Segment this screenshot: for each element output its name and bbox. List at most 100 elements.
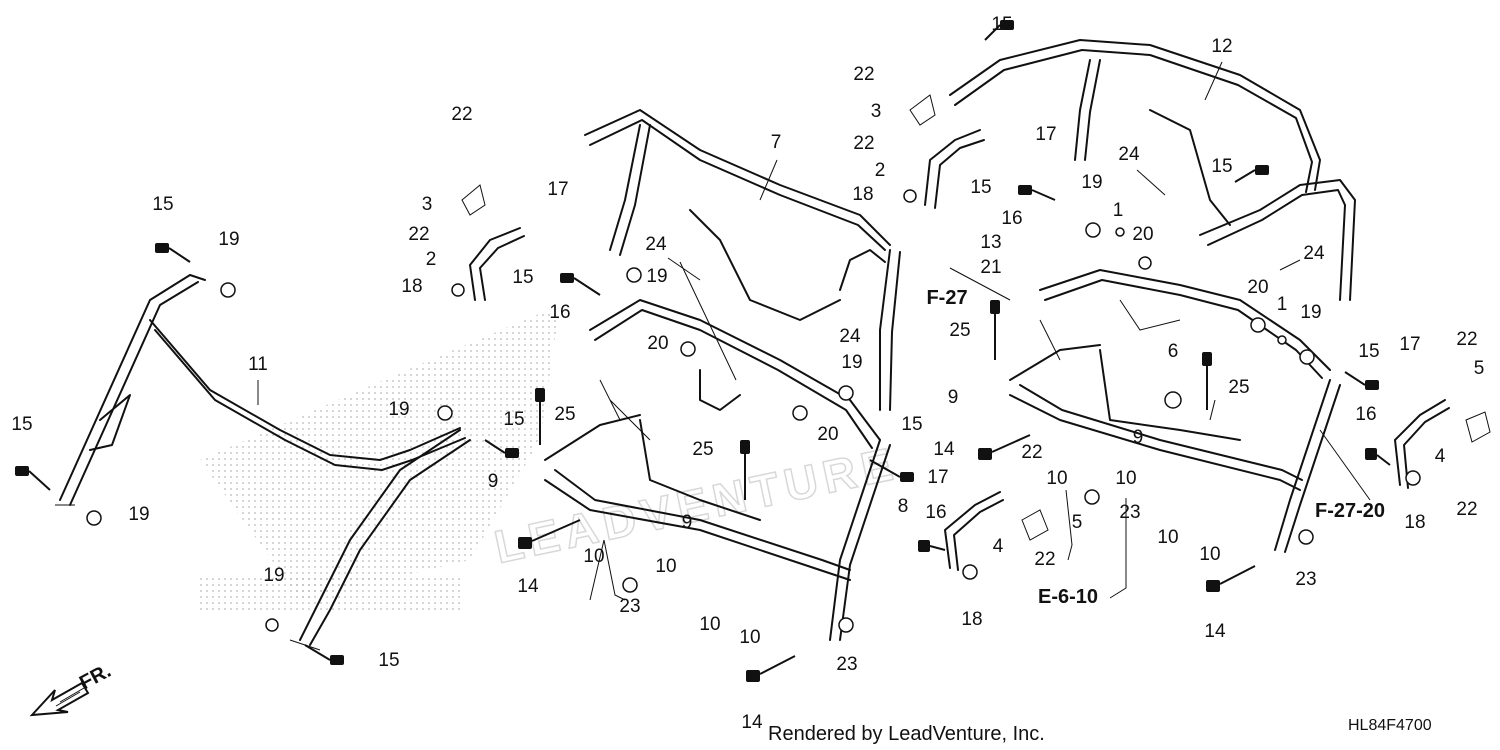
part-number-label: 19: [218, 229, 239, 250]
part-number-label: 1: [1277, 294, 1288, 315]
part-number-label: 20: [1247, 277, 1268, 298]
roll-cage-part-7: [584, 109, 901, 411]
part-number-label: 15: [512, 267, 533, 288]
bolt-icons: [15, 20, 1421, 682]
reference-page-label: E-6-10: [1038, 586, 1098, 608]
part-number-label: 25: [1228, 377, 1249, 398]
front-direction-indicator: FR.: [29, 660, 115, 717]
part-number-label: 19: [388, 399, 409, 420]
bracket-part-2-left: [469, 227, 525, 301]
part-number-label: 14: [517, 576, 539, 597]
part-number-label: 17: [547, 179, 568, 200]
part-number-label: 8: [898, 496, 909, 517]
part-number-label: 22: [451, 104, 472, 125]
part-number-label: 6: [1168, 341, 1179, 362]
render-credit: Rendered by LeadVenture, Inc.: [768, 723, 1045, 745]
part-number-label: 23: [619, 596, 640, 617]
bracket-part-2-right: [924, 129, 985, 209]
leader-lines: [257, 61, 1371, 601]
part-number-label: 12: [1211, 36, 1232, 57]
part-number-label: 24: [1303, 243, 1325, 264]
part-number-label: 10: [655, 556, 676, 577]
part-number-label: 19: [841, 352, 862, 373]
part-number-label: 24: [1118, 144, 1140, 165]
part-number-label: 5: [1072, 512, 1083, 533]
part-number-label: 9: [948, 387, 959, 408]
roll-cage-part-12: [949, 39, 1356, 301]
part-number-label: 9: [1133, 427, 1144, 448]
part-number-label: 22: [408, 224, 429, 245]
part-number-label: 10: [1199, 544, 1220, 565]
part-number-label: 17: [1399, 334, 1420, 355]
part-number-label: 24: [645, 234, 667, 255]
part-number-label: 18: [401, 276, 422, 297]
part-number-label: 16: [925, 502, 946, 523]
diagram-code: HL84F4700: [1348, 717, 1432, 734]
part-number-label: 20: [1132, 224, 1153, 245]
part-number-label: 25: [554, 404, 575, 425]
part-number-label: 15: [152, 194, 173, 215]
part-number-label: 14: [741, 712, 763, 733]
part-number-label: 19: [1081, 172, 1102, 193]
part-number-label: 22: [853, 64, 874, 85]
part-number-label: 9: [682, 512, 693, 533]
part-number-label: 23: [836, 654, 857, 675]
part-number-label: 21: [980, 257, 1001, 278]
brand-halftone-logo: [200, 305, 560, 612]
bracket-part-3-left: [461, 184, 486, 216]
part-number-label: 16: [549, 302, 570, 323]
part-number-label: 15: [1211, 156, 1232, 177]
part-number-label: 20: [817, 424, 838, 445]
part-number-label: 1: [1113, 200, 1124, 221]
part-number-label: 22: [853, 133, 874, 154]
part-number-label: 2: [426, 249, 437, 270]
bracket-part-4-left: [944, 491, 1004, 571]
part-number-label: 3: [422, 194, 433, 215]
part-number-label: 17: [927, 467, 948, 488]
part-number-label: 15: [970, 177, 991, 198]
part-number-label: 17: [1035, 124, 1056, 145]
part-number-label: 25: [949, 320, 970, 341]
part-number-label: 10: [583, 546, 604, 567]
part-number-label: 13: [980, 232, 1001, 253]
reference-page-label: F-27-20: [1315, 500, 1385, 522]
part-number-label: 2: [875, 160, 886, 181]
part-number-label: 10: [1046, 468, 1067, 489]
part-number-label: 22: [1456, 499, 1477, 520]
bracket-part-4-right: [1394, 399, 1450, 489]
part-number-label: 18: [1404, 512, 1425, 533]
front-arrow-icon: [29, 681, 90, 717]
part-number-label: 16: [1355, 404, 1376, 425]
part-number-label: 3: [871, 101, 882, 122]
part-number-label: 22: [1456, 329, 1477, 350]
part-number-label: 23: [1119, 502, 1140, 523]
part-number-label: 15: [11, 414, 32, 435]
part-number-label: 18: [961, 609, 982, 630]
part-number-label: 15: [503, 409, 524, 430]
part-number-label: 4: [1435, 446, 1446, 467]
part-number-label: 15: [991, 14, 1012, 35]
bracket-part-5-right: [1465, 411, 1491, 443]
part-number-label: 25: [692, 439, 713, 460]
part-number-label: 10: [699, 614, 720, 635]
part-number-label: 22: [1034, 549, 1055, 570]
part-number-label: 7: [771, 132, 782, 153]
part-number-label: 19: [263, 565, 284, 586]
part-number-label: 19: [1300, 302, 1321, 323]
part-number-label: 18: [852, 184, 873, 205]
part-number-label: 5: [1474, 358, 1485, 379]
part-number-label: 15: [1358, 341, 1379, 362]
part-number-label: 23: [1295, 569, 1316, 590]
part-number-label: 11: [248, 354, 268, 375]
reference-labels: F-27F-27-20E-6-10: [926, 287, 1385, 608]
part-number-label: 19: [128, 504, 149, 525]
part-number-label: 15: [901, 414, 922, 435]
part-number-label: 14: [1204, 621, 1226, 642]
chassis-frame-part-8: [544, 299, 891, 641]
bracket-part-3-right: [909, 94, 936, 126]
part-number-label: 10: [739, 627, 760, 648]
reference-page-label: F-27: [926, 287, 967, 309]
part-number-label: 22: [1021, 442, 1042, 463]
